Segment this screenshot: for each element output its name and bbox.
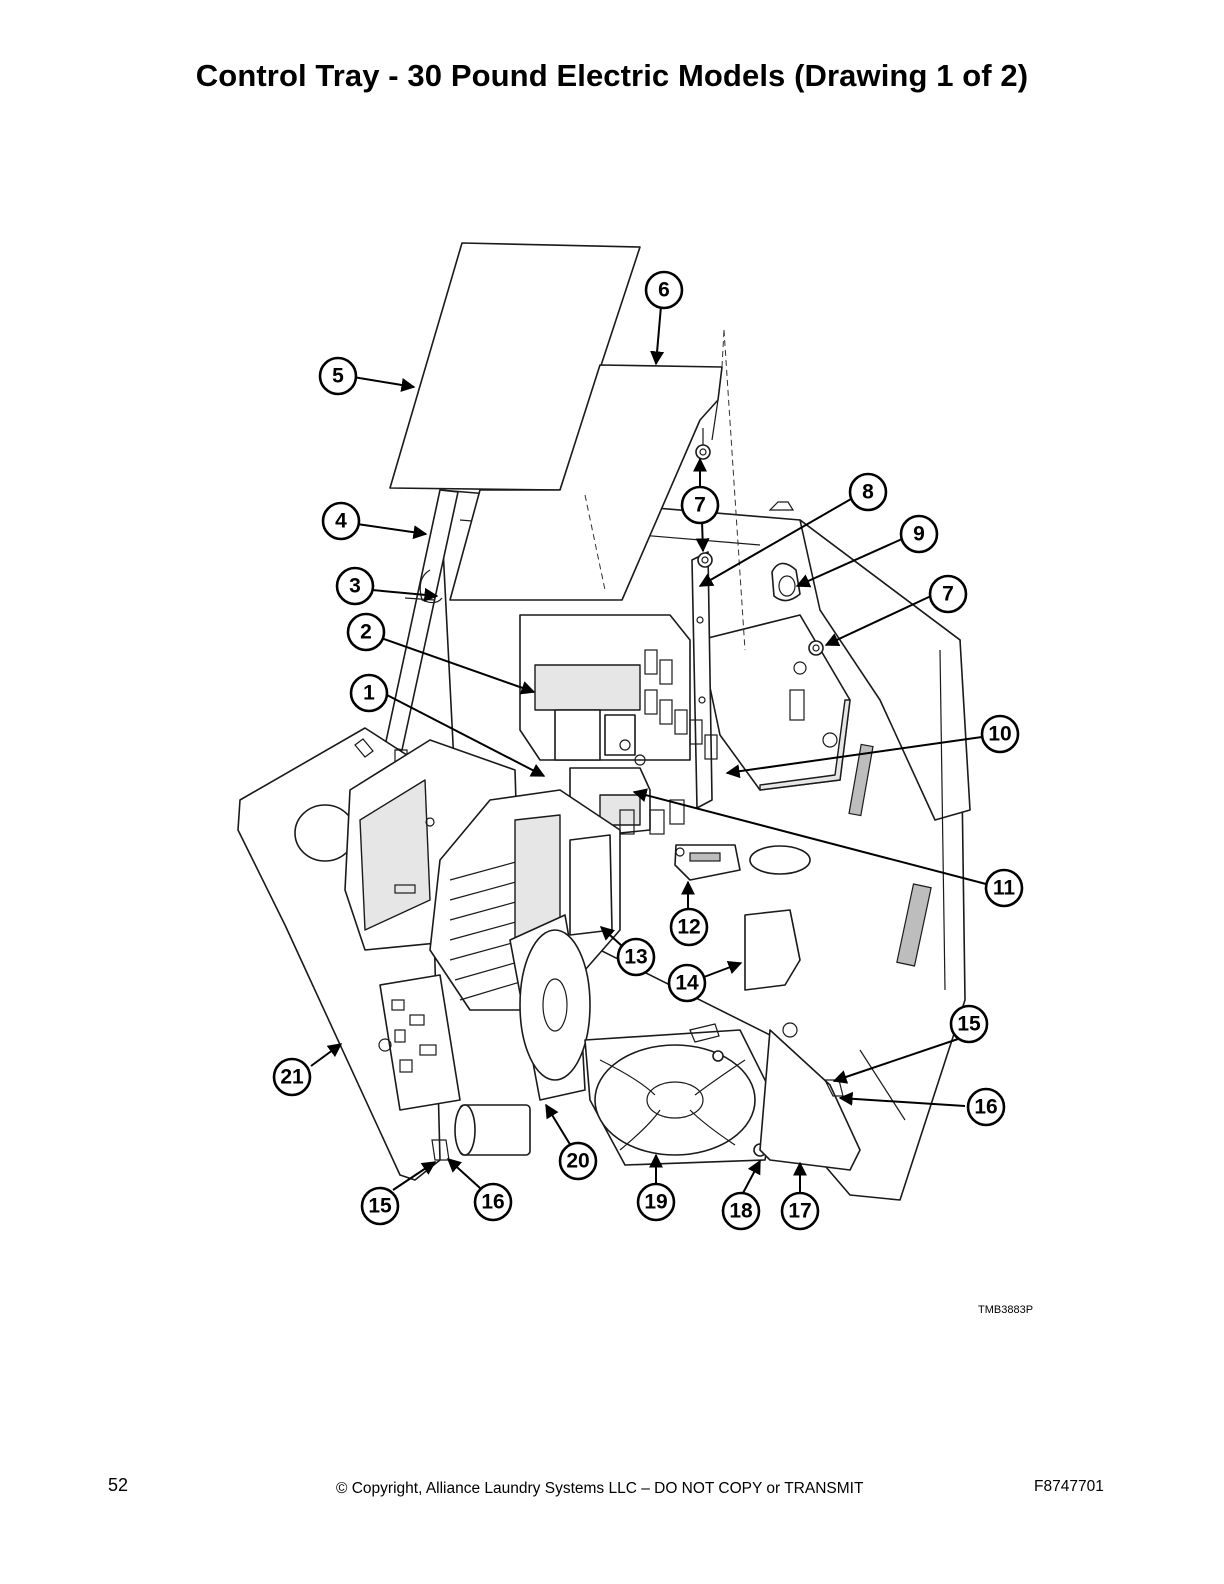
callout-12: 12 bbox=[669, 907, 709, 947]
callout-16b: 16 bbox=[473, 1182, 513, 1222]
callout-18: 18 bbox=[721, 1191, 761, 1231]
callout-label: 21 bbox=[280, 1066, 304, 1089]
callout-label: 7 bbox=[942, 583, 954, 606]
callout-label: 17 bbox=[788, 1200, 811, 1223]
callout-label: 13 bbox=[624, 946, 647, 969]
emi-filter bbox=[744, 845, 811, 991]
contactor-assembly bbox=[519, 614, 718, 766]
callout-13: 13 bbox=[616, 937, 656, 977]
callout-11: 11 bbox=[984, 868, 1024, 908]
callout-label: 3 bbox=[349, 575, 361, 598]
callout-15a: 15 bbox=[949, 1004, 989, 1044]
drawing-code: TMB3883P bbox=[978, 1304, 1034, 1316]
callout-label: 20 bbox=[566, 1150, 589, 1173]
callout-label: 4 bbox=[335, 510, 347, 533]
parts-drawing bbox=[237, 242, 971, 1201]
callout-label: 14 bbox=[675, 972, 699, 995]
callout-label: 15 bbox=[957, 1013, 981, 1036]
callout-label: 1 bbox=[363, 682, 375, 705]
callout-3: 3 bbox=[335, 566, 375, 606]
callout-9: 9 bbox=[899, 514, 939, 554]
callout-7b: 7 bbox=[928, 574, 968, 614]
callout-6: 6 bbox=[644, 270, 684, 310]
callout-10: 10 bbox=[980, 714, 1020, 754]
front-panel bbox=[449, 329, 746, 651]
callout-bubbles: 1 2 3 4 5 6 7 7 bbox=[272, 270, 1024, 1231]
page-title: Control Tray - 30 Pound Electric Models … bbox=[195, 58, 1029, 93]
callout-19: 19 bbox=[636, 1182, 676, 1222]
callout-label: 2 bbox=[360, 621, 372, 644]
callout-7a: 7 bbox=[680, 485, 720, 525]
callout-label: 7 bbox=[694, 494, 706, 517]
callout-17: 17 bbox=[780, 1191, 820, 1231]
callout-label: 16 bbox=[481, 1191, 504, 1214]
callout-15b: 15 bbox=[360, 1186, 400, 1226]
callout-2: 2 bbox=[346, 612, 386, 652]
callout-label: 8 bbox=[862, 481, 874, 504]
copyright-notice: © Copyright, Alliance Laundry Systems LL… bbox=[336, 1480, 864, 1497]
callout-label: 9 bbox=[913, 523, 925, 546]
callout-21: 21 bbox=[272, 1057, 312, 1097]
callout-label: 11 bbox=[993, 877, 1016, 900]
callout-label: 12 bbox=[677, 916, 700, 939]
callout-label: 16 bbox=[974, 1096, 997, 1119]
callout-5: 5 bbox=[318, 356, 358, 396]
callout-1: 1 bbox=[349, 673, 389, 713]
document-number: F8747701 bbox=[1034, 1478, 1104, 1495]
page-number: 52 bbox=[108, 1475, 129, 1495]
transformer bbox=[699, 614, 851, 791]
callout-label: 6 bbox=[658, 279, 670, 302]
callout-label: 18 bbox=[729, 1200, 753, 1223]
circuit-board bbox=[378, 974, 461, 1111]
callout-8: 8 bbox=[848, 472, 888, 512]
callout-label: 19 bbox=[644, 1191, 667, 1214]
callout-label: 10 bbox=[988, 723, 1011, 746]
cooling-fan bbox=[509, 914, 776, 1166]
callout-4: 4 bbox=[321, 501, 361, 541]
callout-14: 14 bbox=[667, 963, 707, 1003]
callout-label: 5 bbox=[332, 365, 344, 388]
callout-label: 15 bbox=[368, 1195, 392, 1218]
hex-nuts bbox=[695, 428, 824, 656]
capacitor bbox=[431, 1104, 531, 1161]
strain-relief-bushing bbox=[771, 562, 801, 602]
terminal-block bbox=[674, 844, 741, 881]
callout-16a: 16 bbox=[966, 1087, 1006, 1127]
callout-20: 20 bbox=[558, 1141, 598, 1181]
leader-lines bbox=[310, 305, 987, 1194]
